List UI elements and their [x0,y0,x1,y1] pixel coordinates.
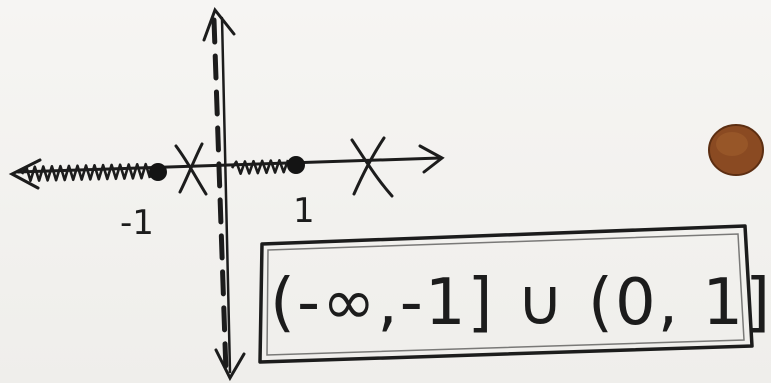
shaded-region-left [20,162,152,183]
closed-dot-at-neg-1 [149,163,167,181]
vertical-axis [202,6,246,382]
shaded-region-middle [230,159,290,175]
tick-label-1: 1 [293,191,315,231]
tick-label-neg-1: -1 [120,203,154,243]
answer-box: (-∞,-1] ∪ (0, 1] [258,224,771,364]
closed-dot-at-1 [287,156,305,174]
interval-answer: (-∞,-1] ∪ (0, 1] [270,266,771,340]
x-mark-right [350,136,394,198]
coin [708,124,764,176]
x-mark-left [174,142,208,196]
